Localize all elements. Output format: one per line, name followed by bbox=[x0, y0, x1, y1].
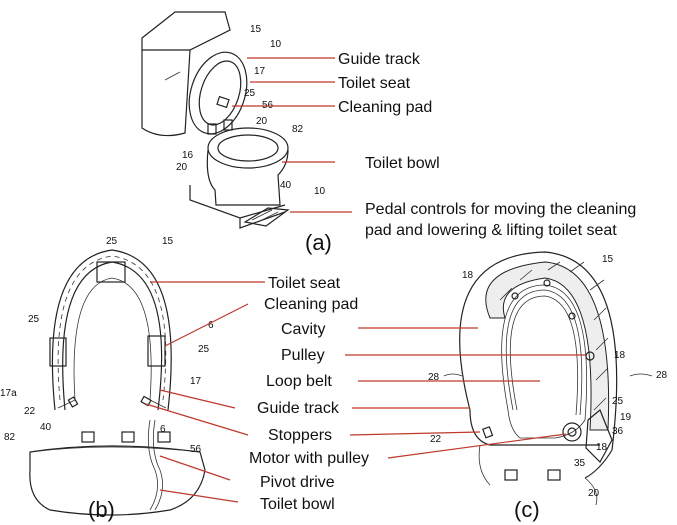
ref-c-18-top: 18 bbox=[462, 270, 474, 281]
label-pedal-line1: Pedal controls for moving the cleaning bbox=[365, 201, 636, 218]
ref-c-15: 15 bbox=[602, 254, 614, 265]
ref-a-16: 16 bbox=[182, 150, 194, 161]
label-cavity: Cavity bbox=[281, 321, 325, 338]
ref-b-25-left: 25 bbox=[28, 314, 40, 325]
ref-c-20: 20 bbox=[588, 488, 600, 499]
ref-a-25: 25 bbox=[244, 88, 256, 99]
ref-b-17: 17 bbox=[190, 376, 202, 387]
ref-b-17a: 17a bbox=[0, 388, 17, 399]
ref-a-15: 15 bbox=[250, 24, 262, 35]
ref-a-20: 20 bbox=[256, 116, 268, 127]
panel-label-b: (b) bbox=[88, 497, 115, 522]
panel-b-drawing bbox=[29, 249, 206, 516]
ref-a-20b: 20 bbox=[176, 162, 188, 173]
ref-c-28-left: 28 bbox=[428, 372, 440, 383]
ref-a-10: 10 bbox=[270, 39, 282, 50]
label-guide-track-a: Guide track bbox=[338, 51, 421, 68]
label-pulley: Pulley bbox=[281, 347, 325, 364]
ref-b-22: 22 bbox=[24, 406, 36, 417]
label-pivot-drive: Pivot drive bbox=[260, 474, 335, 491]
ref-a-82: 82 bbox=[292, 124, 304, 135]
label-toilet-seat-b: Toilet seat bbox=[268, 275, 341, 292]
label-toilet-bowl-b: Toilet bowl bbox=[260, 496, 335, 513]
ref-c-36: 36 bbox=[612, 426, 624, 437]
ref-c-18-bottom: 18 bbox=[596, 442, 608, 453]
ref-c-28-right: 28 bbox=[656, 370, 668, 381]
label-loop-belt: Loop belt bbox=[266, 373, 332, 390]
ref-c-35: 35 bbox=[574, 458, 586, 469]
label-toilet-bowl-a: Toilet bowl bbox=[365, 155, 440, 172]
ref-b-6b: 6 bbox=[160, 424, 166, 435]
label-guide-track-b: Guide track bbox=[257, 400, 340, 417]
ref-a-17: 17 bbox=[254, 66, 266, 77]
panel-label-a: (a) bbox=[305, 230, 332, 255]
label-cleaning-pad-b: Cleaning pad bbox=[264, 296, 358, 313]
ref-b-56: 56 bbox=[190, 444, 202, 455]
panel-c-drawing bbox=[459, 251, 618, 506]
ref-c-18-mid: 18 bbox=[614, 350, 626, 361]
ref-b-6: 6 bbox=[208, 320, 214, 331]
label-stoppers: Stoppers bbox=[268, 427, 332, 444]
label-toilet-seat-a: Toilet seat bbox=[338, 75, 411, 92]
ref-b-40: 40 bbox=[40, 422, 52, 433]
label-cleaning-pad-a: Cleaning pad bbox=[338, 99, 432, 116]
panel-a-drawing bbox=[141, 11, 290, 229]
ref-b-25-right: 25 bbox=[198, 344, 210, 355]
ref-b-82: 82 bbox=[4, 432, 16, 443]
ref-b-25-top: 25 bbox=[106, 236, 118, 247]
ref-b-15: 15 bbox=[162, 236, 174, 247]
panel-label-c: (c) bbox=[514, 497, 540, 522]
label-pedal-line2: pad and lowering & lifting toilet seat bbox=[365, 222, 617, 239]
ref-c-25: 25 bbox=[612, 396, 624, 407]
ref-a-40: 40 bbox=[280, 180, 292, 191]
label-motor-with-pulley: Motor with pulley bbox=[249, 450, 369, 467]
ref-c-19: 19 bbox=[620, 412, 632, 423]
ref-c-22: 22 bbox=[430, 434, 442, 445]
ref-a-10b: 10 bbox=[314, 186, 326, 197]
